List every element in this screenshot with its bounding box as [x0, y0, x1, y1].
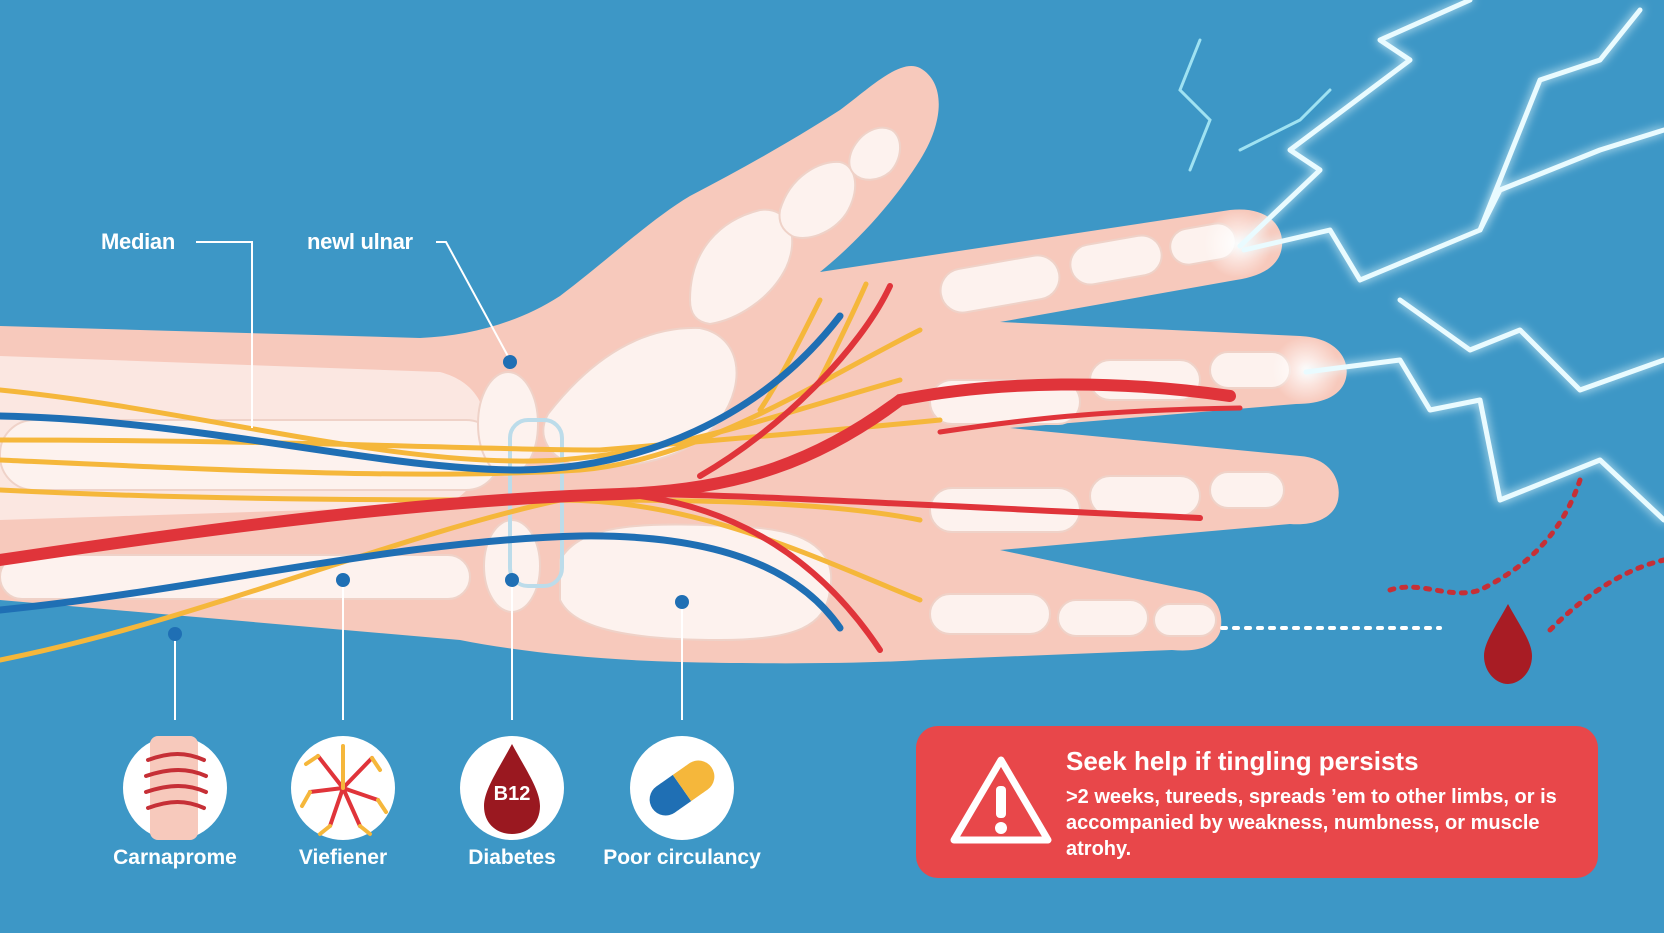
artery-path — [637, 493, 883, 653]
artery-path — [697, 283, 893, 479]
marker-dot — [168, 627, 182, 641]
marker-dot — [336, 573, 350, 587]
nerve-burst-icon — [300, 744, 388, 836]
pill-capsule-icon — [649, 760, 715, 816]
dotted-path — [1220, 477, 1664, 633]
finger-bone — [1057, 599, 1149, 637]
finger-bone — [1089, 475, 1201, 517]
thumb-bone — [848, 126, 901, 181]
finger-bone — [939, 254, 1061, 314]
median-nerve-label: Median — [101, 229, 175, 254]
artery-path — [617, 491, 1203, 521]
vein-path — [0, 532, 844, 632]
thumb-bone — [688, 208, 794, 326]
finger-bone — [1153, 603, 1217, 637]
cause-icon-1 — [123, 736, 227, 840]
warning-panel: Seek help if tingling persists >2 weeks,… — [916, 726, 1598, 878]
nerve-path — [0, 417, 943, 453]
finger-bone — [1209, 471, 1285, 509]
warning-body: >2 weeks, tureeds, spreads ’em to other … — [1066, 786, 1557, 860]
cause-label-2: Viefiener — [298, 846, 388, 869]
marker-dot — [675, 595, 689, 609]
artery-path — [937, 405, 1243, 435]
ulnar-nerve-label: newl ulnar — [307, 229, 413, 254]
cause-label-3: Diabetes — [468, 846, 556, 869]
nerve-path — [0, 497, 923, 663]
warning-title: Seek help if tingling persists — [1066, 746, 1419, 776]
blood-drop-icon — [484, 744, 540, 834]
b12-badge: B12 — [494, 783, 531, 805]
marker-dots — [168, 355, 689, 641]
finger-bone — [929, 593, 1051, 635]
thumb-bone — [778, 160, 857, 239]
blood-drop-icon — [1484, 604, 1532, 684]
artery-path — [0, 378, 1236, 566]
cause-label-1: Carnaprome — [113, 846, 237, 869]
vein-path — [0, 312, 844, 474]
lightning-icon — [1237, 0, 1664, 523]
nerve-path — [757, 297, 823, 413]
marker-dot — [503, 355, 517, 369]
nerve-path — [817, 281, 869, 383]
leader-lines — [174, 241, 683, 720]
cause-icon-2 — [291, 736, 395, 840]
warning-triangle-icon — [950, 756, 1052, 844]
cause-label-4: Poor circulancy — [603, 846, 761, 869]
marker-dot — [505, 573, 519, 587]
cause-icon-3: B12 — [460, 736, 564, 840]
nerve-path — [0, 377, 903, 464]
finger-bone — [1069, 234, 1163, 286]
lightning-icon — [1178, 38, 1332, 172]
arteries — [0, 283, 1243, 653]
cause-icon-4 — [630, 736, 734, 840]
wrist-bands-icon — [144, 736, 208, 840]
veins — [0, 312, 844, 632]
